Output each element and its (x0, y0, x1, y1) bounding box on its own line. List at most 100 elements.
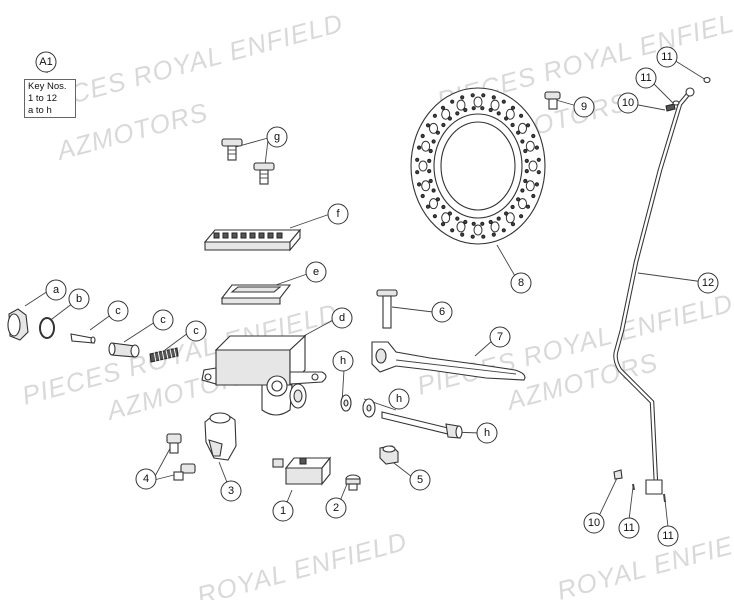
disc-vent-hole (536, 170, 541, 175)
key-legend-line: Key Nos. (28, 81, 67, 92)
disc-vent-hole (415, 170, 420, 175)
disc-vent-hole (428, 178, 433, 184)
disc-vent-hole (519, 214, 524, 219)
disc-vent-hole (450, 228, 455, 233)
disc-vent-hole (463, 107, 468, 113)
disc-vent-hole (534, 182, 540, 187)
callout-3: 3 (220, 480, 242, 502)
disc-vent-hole (435, 130, 440, 135)
disc-vent-hole (432, 214, 437, 219)
callout-1: 1 (272, 500, 294, 522)
disc-vent-hole (510, 122, 515, 128)
disc-vent-hole (510, 105, 516, 110)
svg-text:e: e (313, 266, 319, 278)
disc-vent-hole (531, 133, 536, 139)
disc-hole (429, 198, 438, 210)
washer-h-1 (340, 394, 352, 412)
disc-vent-hole (525, 123, 531, 128)
disc-vent-hole (488, 219, 493, 225)
disc-hole (418, 160, 428, 172)
washer-h-2 (362, 398, 376, 418)
disc-hole (525, 140, 535, 152)
watermark: ROYAL ENFIELD (194, 526, 411, 600)
svg-text:a: a (53, 284, 60, 296)
disc-vent-hole (534, 145, 540, 150)
callout-h: h (476, 422, 498, 444)
callout-6: 6 (431, 301, 453, 323)
callout-8: 8 (510, 272, 532, 294)
disc-vent-hole (536, 157, 541, 162)
callout-12: 12 (697, 272, 719, 294)
disc-vent-hole (516, 130, 521, 135)
disc-hole (490, 99, 500, 111)
disc-vent-hole (471, 106, 476, 111)
fitting-11-upper-b (703, 76, 711, 84)
svg-text:8: 8 (518, 277, 524, 289)
callout-e: e (305, 261, 327, 283)
disc-vent-hole (510, 222, 516, 227)
disc-vent-hole (447, 211, 452, 216)
disc-vent-hole (431, 139, 436, 144)
disc-vent-hole (523, 148, 528, 154)
spring-c (149, 347, 179, 363)
clamp-3 (204, 412, 237, 461)
bolt-4-lower (173, 463, 196, 481)
disc-hole (421, 180, 431, 192)
disc-hole (456, 221, 466, 233)
svg-text:1: 1 (280, 505, 286, 517)
disc-vent-hole (420, 133, 425, 139)
svg-text:5: 5 (417, 474, 423, 486)
disc-vent-hole (471, 221, 476, 226)
callout-b: b (68, 288, 90, 310)
fitting-10-upper (665, 103, 676, 112)
svg-text:3: 3 (228, 485, 234, 497)
key-legend-line: 1 to 12 (28, 93, 58, 104)
disc-vent-hole (440, 222, 446, 227)
diaphragm-e (220, 284, 292, 305)
svg-text:6: 6 (439, 306, 445, 318)
callout-g: g (266, 126, 288, 148)
disc-vent-hole (510, 204, 515, 210)
callout-11: 11 (657, 525, 679, 547)
disc-vent-hole (447, 116, 452, 121)
nut-5 (379, 445, 399, 465)
screw-g-lower (253, 162, 275, 185)
svg-text:9: 9 (581, 101, 587, 113)
callout-5: 5 (409, 469, 431, 491)
disc-hole (528, 160, 538, 172)
svg-text:h: h (340, 355, 346, 367)
svg-text:b: b (76, 293, 82, 305)
circlip-b (39, 317, 55, 339)
reservoir-cover-f (203, 228, 302, 252)
callout-h: h (332, 350, 354, 372)
dust-boot-a (7, 308, 29, 341)
svg-text:11: 11 (623, 522, 634, 534)
callout-key-box: A1 (35, 51, 57, 73)
disc-vent-hole (450, 99, 455, 104)
piston-c (108, 342, 140, 358)
callout-4: 4 (135, 468, 157, 490)
disc-hole (518, 198, 527, 210)
callout-f: f (327, 203, 349, 225)
disc-vent-hole (524, 169, 529, 174)
svg-text:7: 7 (497, 331, 503, 343)
svg-text:11: 11 (640, 72, 651, 84)
disc-hole (441, 108, 451, 120)
svg-text:A1: A1 (39, 56, 52, 68)
disc-vent-hole (525, 204, 531, 209)
callout-11: 11 (656, 46, 678, 68)
disc-vent-hole (504, 116, 509, 121)
disc-vent-hole (417, 145, 422, 150)
disc-hole (473, 96, 483, 108)
disc-vent-hole (481, 93, 486, 98)
svg-text:f: f (336, 208, 340, 220)
svg-text:c: c (193, 325, 199, 337)
callout-c: c (107, 300, 129, 322)
brake-disc-8 (410, 87, 546, 245)
disc-vent-hole (480, 221, 485, 226)
disc-vent-hole (432, 113, 437, 118)
disc-vent-hole (441, 204, 446, 210)
callout-10: 10 (617, 92, 639, 114)
svg-text:c: c (115, 305, 121, 317)
